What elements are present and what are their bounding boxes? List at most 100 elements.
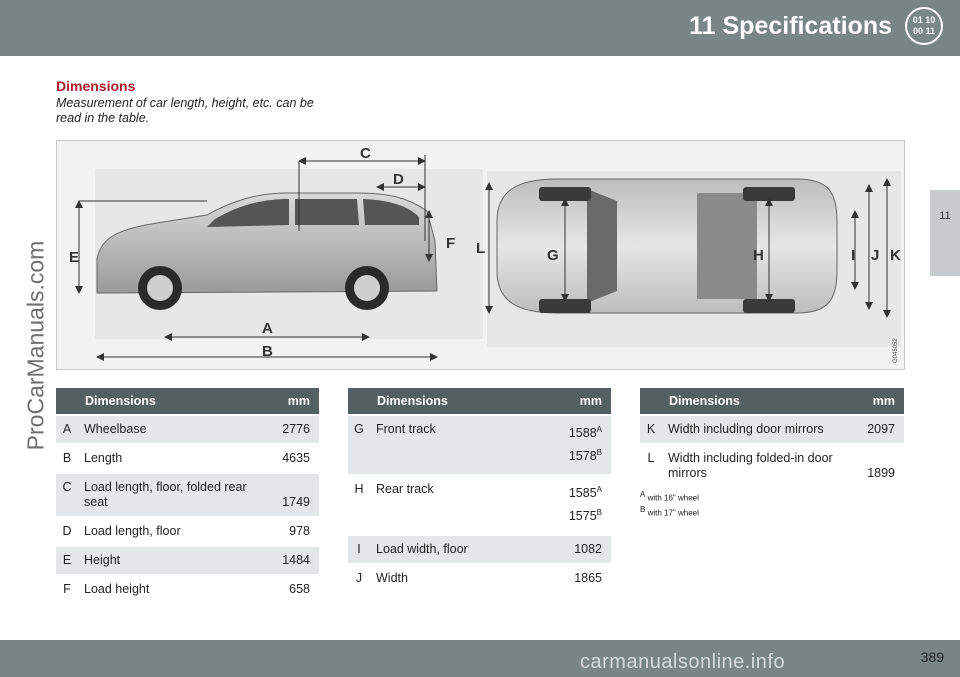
row-dimension: Width including folded-in door mirrors [662,443,862,487]
chapter-icon-line: 01 10 [912,15,936,25]
row-dimension: Height [78,545,277,575]
row-dimension: Length [78,443,277,473]
footnote-text: with 17" wheel [647,508,699,518]
row-mm: 1588A 1578B [534,414,611,475]
row-letter: C [56,472,78,517]
mm-value: 1575 [568,509,597,524]
column-header-mm: mm [534,388,611,415]
watermark-left: ProCarManuals.com [22,240,49,451]
footnote-mark: A [596,485,602,494]
row-dimension: Load length, floor [78,516,277,546]
label-f: F [446,235,455,252]
chapter-title: 11 Specifications [689,12,892,40]
row-mm: 1082 [534,534,611,564]
row-dimension: Front track [370,414,535,475]
label-j: J [871,247,879,264]
table-row: J Width 1865 [348,563,611,592]
table-row: H Rear track 1585A 1575B [348,474,611,535]
column-header-mm: mm [861,388,904,415]
label-d: D [393,171,404,188]
dimensions-table-3: Dimensions mm K Width including door mir… [640,388,904,487]
row-mm: 1585A 1575B [534,474,611,535]
label-i: I [851,247,855,264]
table-row: I Load width, floor 1082 [348,534,611,564]
row-letter: H [348,474,370,535]
row-mm: 2097 [861,414,904,444]
row-mm: 4635 [276,443,319,473]
chapter-side-tab-label: 11 [939,210,951,222]
table-row: F Load height 658 [56,574,319,603]
car-side-view [96,192,438,310]
chapter-icon-line: 00 11 [912,26,936,36]
label-b: B [262,343,273,360]
chapter-icon: 01 10 00 11 [905,7,943,45]
footnotes: A with 16" wheel B with 17" wheel [640,489,699,518]
row-dimension: Wheelbase [78,414,277,444]
footnote-text: with 16" wheel [647,493,699,503]
footnote-mark: B [596,448,602,457]
row-letter: K [640,414,662,444]
section-description: Measurement of car length, height, etc. … [56,96,314,125]
column-header-dimensions: Dimensions [662,388,862,415]
mm-value: 1585 [568,486,597,501]
label-h: H [753,247,764,264]
row-mm: 1749 [276,472,319,517]
row-mm: 2776 [276,414,319,444]
header-bar [0,0,960,56]
table-row: K Width including door mirrors 2097 [640,414,904,444]
row-letter: F [56,574,78,603]
table-row: G Front track 1588A 1578B [348,414,611,475]
table-row: C Load length, floor, folded rear seat 1… [56,472,319,517]
row-letter: B [56,443,78,473]
row-dimension: Rear track [370,474,535,535]
row-letter: L [640,443,662,487]
dimensions-table-1: Dimensions mm A Wheelbase 2776 B Length … [56,388,319,603]
row-mm: 1865 [534,563,611,592]
label-l: L [476,240,485,257]
table-row: A Wheelbase 2776 [56,414,319,444]
row-dimension: Load length, floor, folded rear seat [78,472,277,517]
column-header-mm: mm [276,388,319,415]
footnote: B with 17" wheel [640,504,699,519]
column-header-dimensions: Dimensions [370,388,535,415]
row-dimension: Load height [78,574,277,603]
row-mm: 1899 [861,443,904,487]
footnote-mark: B [596,508,602,517]
label-c: C [360,145,371,162]
row-letter: E [56,545,78,575]
dimensions-table-2: Dimensions mm G Front track 1588A 1578B … [348,388,611,592]
footer-bar [0,640,960,677]
section-title: Dimensions [56,78,136,94]
row-mm: 978 [276,516,319,546]
label-a: A [262,320,273,337]
table-row: D Load length, floor 978 [56,516,319,546]
dimensions-illustration: E A B C D F L G H I J K G045052 [69,145,901,363]
label-g: G [547,247,559,264]
row-mm: 658 [276,574,319,603]
row-letter: G [348,414,370,475]
page-number: 389 [920,649,944,665]
chapter-side-tab[interactable]: 11 [930,190,960,276]
row-letter: I [348,534,370,564]
table-row: L Width including folded-in door mirrors… [640,443,904,487]
footnote-mark: A [640,490,646,499]
mm-value: 1578 [568,449,597,464]
row-letter: A [56,414,78,444]
row-dimension: Load width, floor [370,534,535,564]
watermark-bottom: carmanualsonline.info [580,651,786,673]
row-mm: 1484 [276,545,319,575]
footnote-mark: B [640,504,646,514]
label-e: E [69,249,79,266]
column-header-dimensions: Dimensions [78,388,277,415]
row-dimension: Width including door mirrors [662,414,862,444]
footnote: A with 16" wheel [640,489,699,504]
dimensions-figure: E A B C D F L G H I J K G045052 [56,140,905,370]
label-k: K [890,247,901,264]
row-dimension: Width [370,563,535,592]
row-letter: J [348,563,370,592]
footnote-mark: A [596,425,602,434]
row-letter: D [56,516,78,546]
figure-code: G045052 [893,338,899,363]
table-row: E Height 1484 [56,545,319,575]
car-top-view [496,178,838,314]
